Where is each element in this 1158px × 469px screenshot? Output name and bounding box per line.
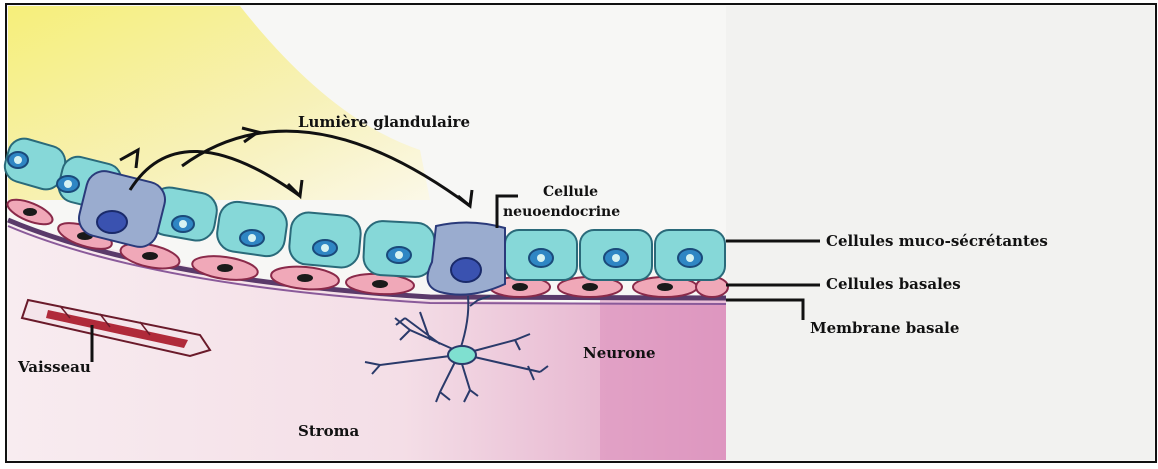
nucleolus <box>248 234 256 242</box>
label-vaisseau: Vaisseau <box>17 358 91 376</box>
nucleolus <box>64 180 72 188</box>
neuroendocrine-nucleus <box>451 258 481 282</box>
nucleolus <box>612 254 620 262</box>
nucleolus <box>537 254 545 262</box>
basal-nucleus <box>217 264 233 272</box>
nucleolus <box>395 251 403 259</box>
nucleolus <box>686 254 694 262</box>
label-membrane-basale: Membrane basale <box>810 319 959 337</box>
label-cellule: Cellule <box>543 184 598 200</box>
basal-nucleus <box>372 280 388 288</box>
label-neuroendocrine: neuoendocrine <box>503 204 620 220</box>
label-stroma: Stroma <box>298 422 360 440</box>
label-neurone: Neurone <box>583 344 656 362</box>
label-cellules-muco-secretantes: Cellules muco-sécrétantes <box>826 232 1048 250</box>
basal-nucleus <box>582 283 598 291</box>
neuroendocrine-nucleus <box>97 211 127 233</box>
basal-nucleus <box>657 283 673 291</box>
nucleolus <box>321 244 329 252</box>
nucleolus <box>14 156 22 164</box>
neuron-soma <box>448 346 476 364</box>
basal-nucleus <box>512 283 528 291</box>
label-lumiere-glandulaire: Lumière glandulaire <box>298 113 470 131</box>
basal-nucleus <box>23 208 37 216</box>
stroma-shading <box>600 300 726 460</box>
label-cellules-basales: Cellules basales <box>826 275 961 293</box>
nucleolus <box>179 220 187 228</box>
basal-nucleus <box>297 274 313 282</box>
basal-nucleus <box>142 252 158 260</box>
